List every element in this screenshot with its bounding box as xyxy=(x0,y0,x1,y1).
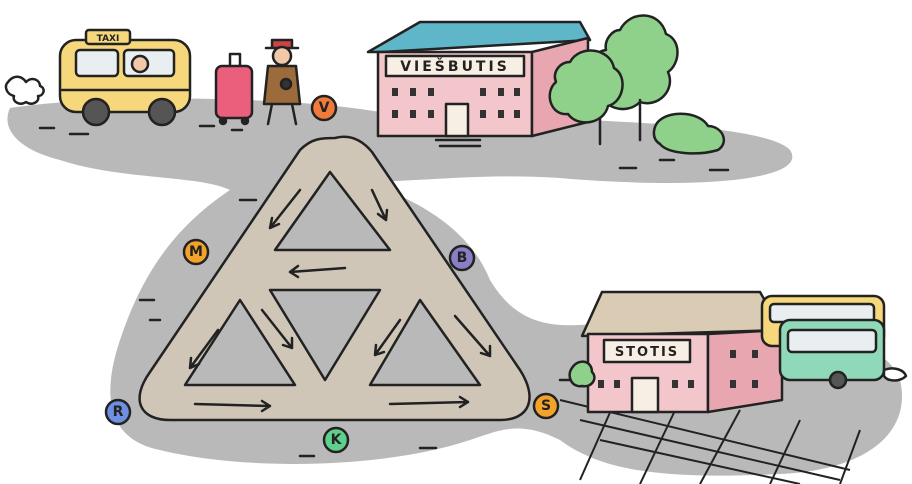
station-sign: STOTIS xyxy=(615,345,679,360)
trees xyxy=(548,14,726,155)
point-m-label: M xyxy=(189,244,203,260)
taxi: TAXI xyxy=(4,28,192,127)
point-b: B xyxy=(448,244,476,272)
hotel-sign: VIEŠBUTIS xyxy=(400,57,510,75)
pavement xyxy=(559,389,861,484)
suitcase xyxy=(214,52,254,126)
point-s: S xyxy=(532,392,560,420)
point-k-label: K xyxy=(331,432,343,448)
station: STOTIS xyxy=(568,290,784,414)
point-v: V xyxy=(310,94,338,122)
point-b-label: B xyxy=(457,250,468,266)
taxi-sign: TAXI xyxy=(97,34,120,44)
direction-arrows xyxy=(188,188,492,413)
point-r: R xyxy=(104,398,132,426)
buses xyxy=(760,294,908,390)
road-triangle xyxy=(138,135,531,422)
point-v-label: V xyxy=(319,100,330,116)
traveler xyxy=(262,38,302,126)
point-k: K xyxy=(322,426,350,454)
point-s-label: S xyxy=(541,398,551,414)
point-m: M xyxy=(182,238,210,266)
point-r-label: R xyxy=(113,404,124,420)
